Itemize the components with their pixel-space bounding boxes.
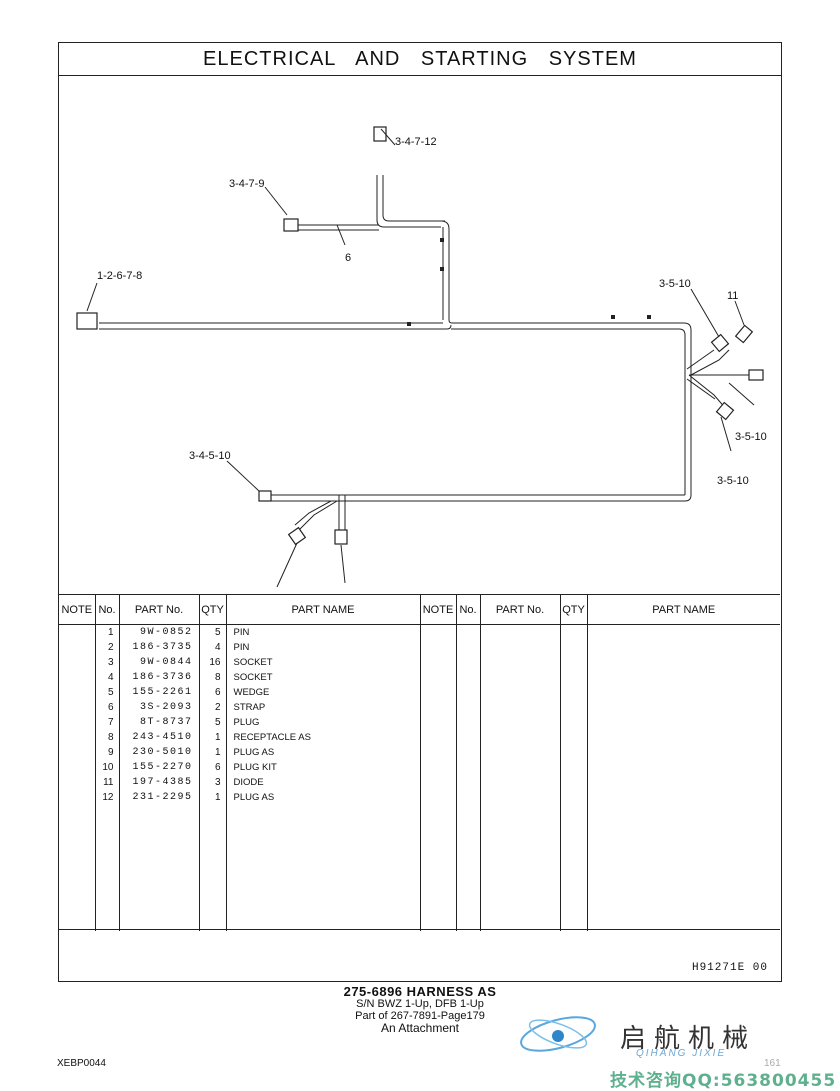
footer-band: H91271E 00 [59, 929, 780, 982]
table-header-row: NOTE No. PART No. QTY PART NAME NOTE No.… [59, 594, 780, 625]
callout-9: 3-4-5-10 [189, 450, 231, 462]
callout-1: 3-4-7-12 [395, 136, 437, 148]
caption-part-of: Part of 267-7891-Page179 [355, 1010, 485, 1022]
harness-diagram: 3-4-7-12 3-4-7-9 6 1-2-6-7-8 3-5-10 11 3… [59, 75, 780, 635]
brand-name-pinyin: QIHANG JIXIE [636, 1048, 727, 1059]
col-no-2: No. [456, 594, 481, 625]
reference-code: H91271E 00 [691, 962, 768, 974]
col-qty: QTY [199, 594, 227, 625]
col-part-name: PART NAME [226, 594, 421, 625]
col-qty-2: QTY [560, 594, 588, 625]
callout-2: 3-4-7-9 [229, 178, 264, 190]
caption: 275-6896 HARNESS AS S/N BWZ 1-Up, DFB 1-… [296, 984, 544, 1035]
contact-text: 技术咨询QQ:563800455 [610, 1071, 837, 1091]
orbit-logo-icon [520, 1016, 596, 1052]
caption-attachment: An Attachment [380, 1021, 460, 1035]
callout-4: 1-2-6-7-8 [97, 270, 142, 282]
col-part-name-2: PART NAME [587, 594, 780, 625]
col-no: No. [95, 594, 120, 625]
page-title: ELECTRICAL AND STARTING SYSTEM [59, 43, 781, 76]
drawing-frame: ELECTRICAL AND STARTING SYSTEM [58, 42, 782, 982]
col-note: NOTE [59, 594, 96, 625]
page-number: 161 [764, 1058, 781, 1069]
caption-serial: S/N BWZ 1-Up, DFB 1-Up [356, 998, 484, 1010]
col-note-2: NOTE [420, 594, 457, 625]
callout-5: 3-5-10 [659, 278, 691, 290]
callout-3: 6 [345, 252, 351, 264]
col-part-no: PART No. [119, 594, 200, 625]
callout-7: 3-5-10 [735, 431, 767, 443]
parts-table: NOTE No. PART No. QTY PART NAME NOTE No.… [59, 594, 780, 931]
caption-title: 275-6896 HARNESS AS [343, 984, 497, 999]
brand-name-cn: 启航机械 [620, 1024, 757, 1054]
harness-drawing: 3-4-7-12 3-4-7-9 6 1-2-6-7-8 3-5-10 11 3… [76, 126, 767, 595]
callout-6: 11 [727, 290, 738, 302]
col-part-no-2: PART No. [480, 594, 561, 625]
callout-8: 3-5-10 [717, 475, 749, 487]
document-code: XEBP0044 [57, 1058, 106, 1069]
